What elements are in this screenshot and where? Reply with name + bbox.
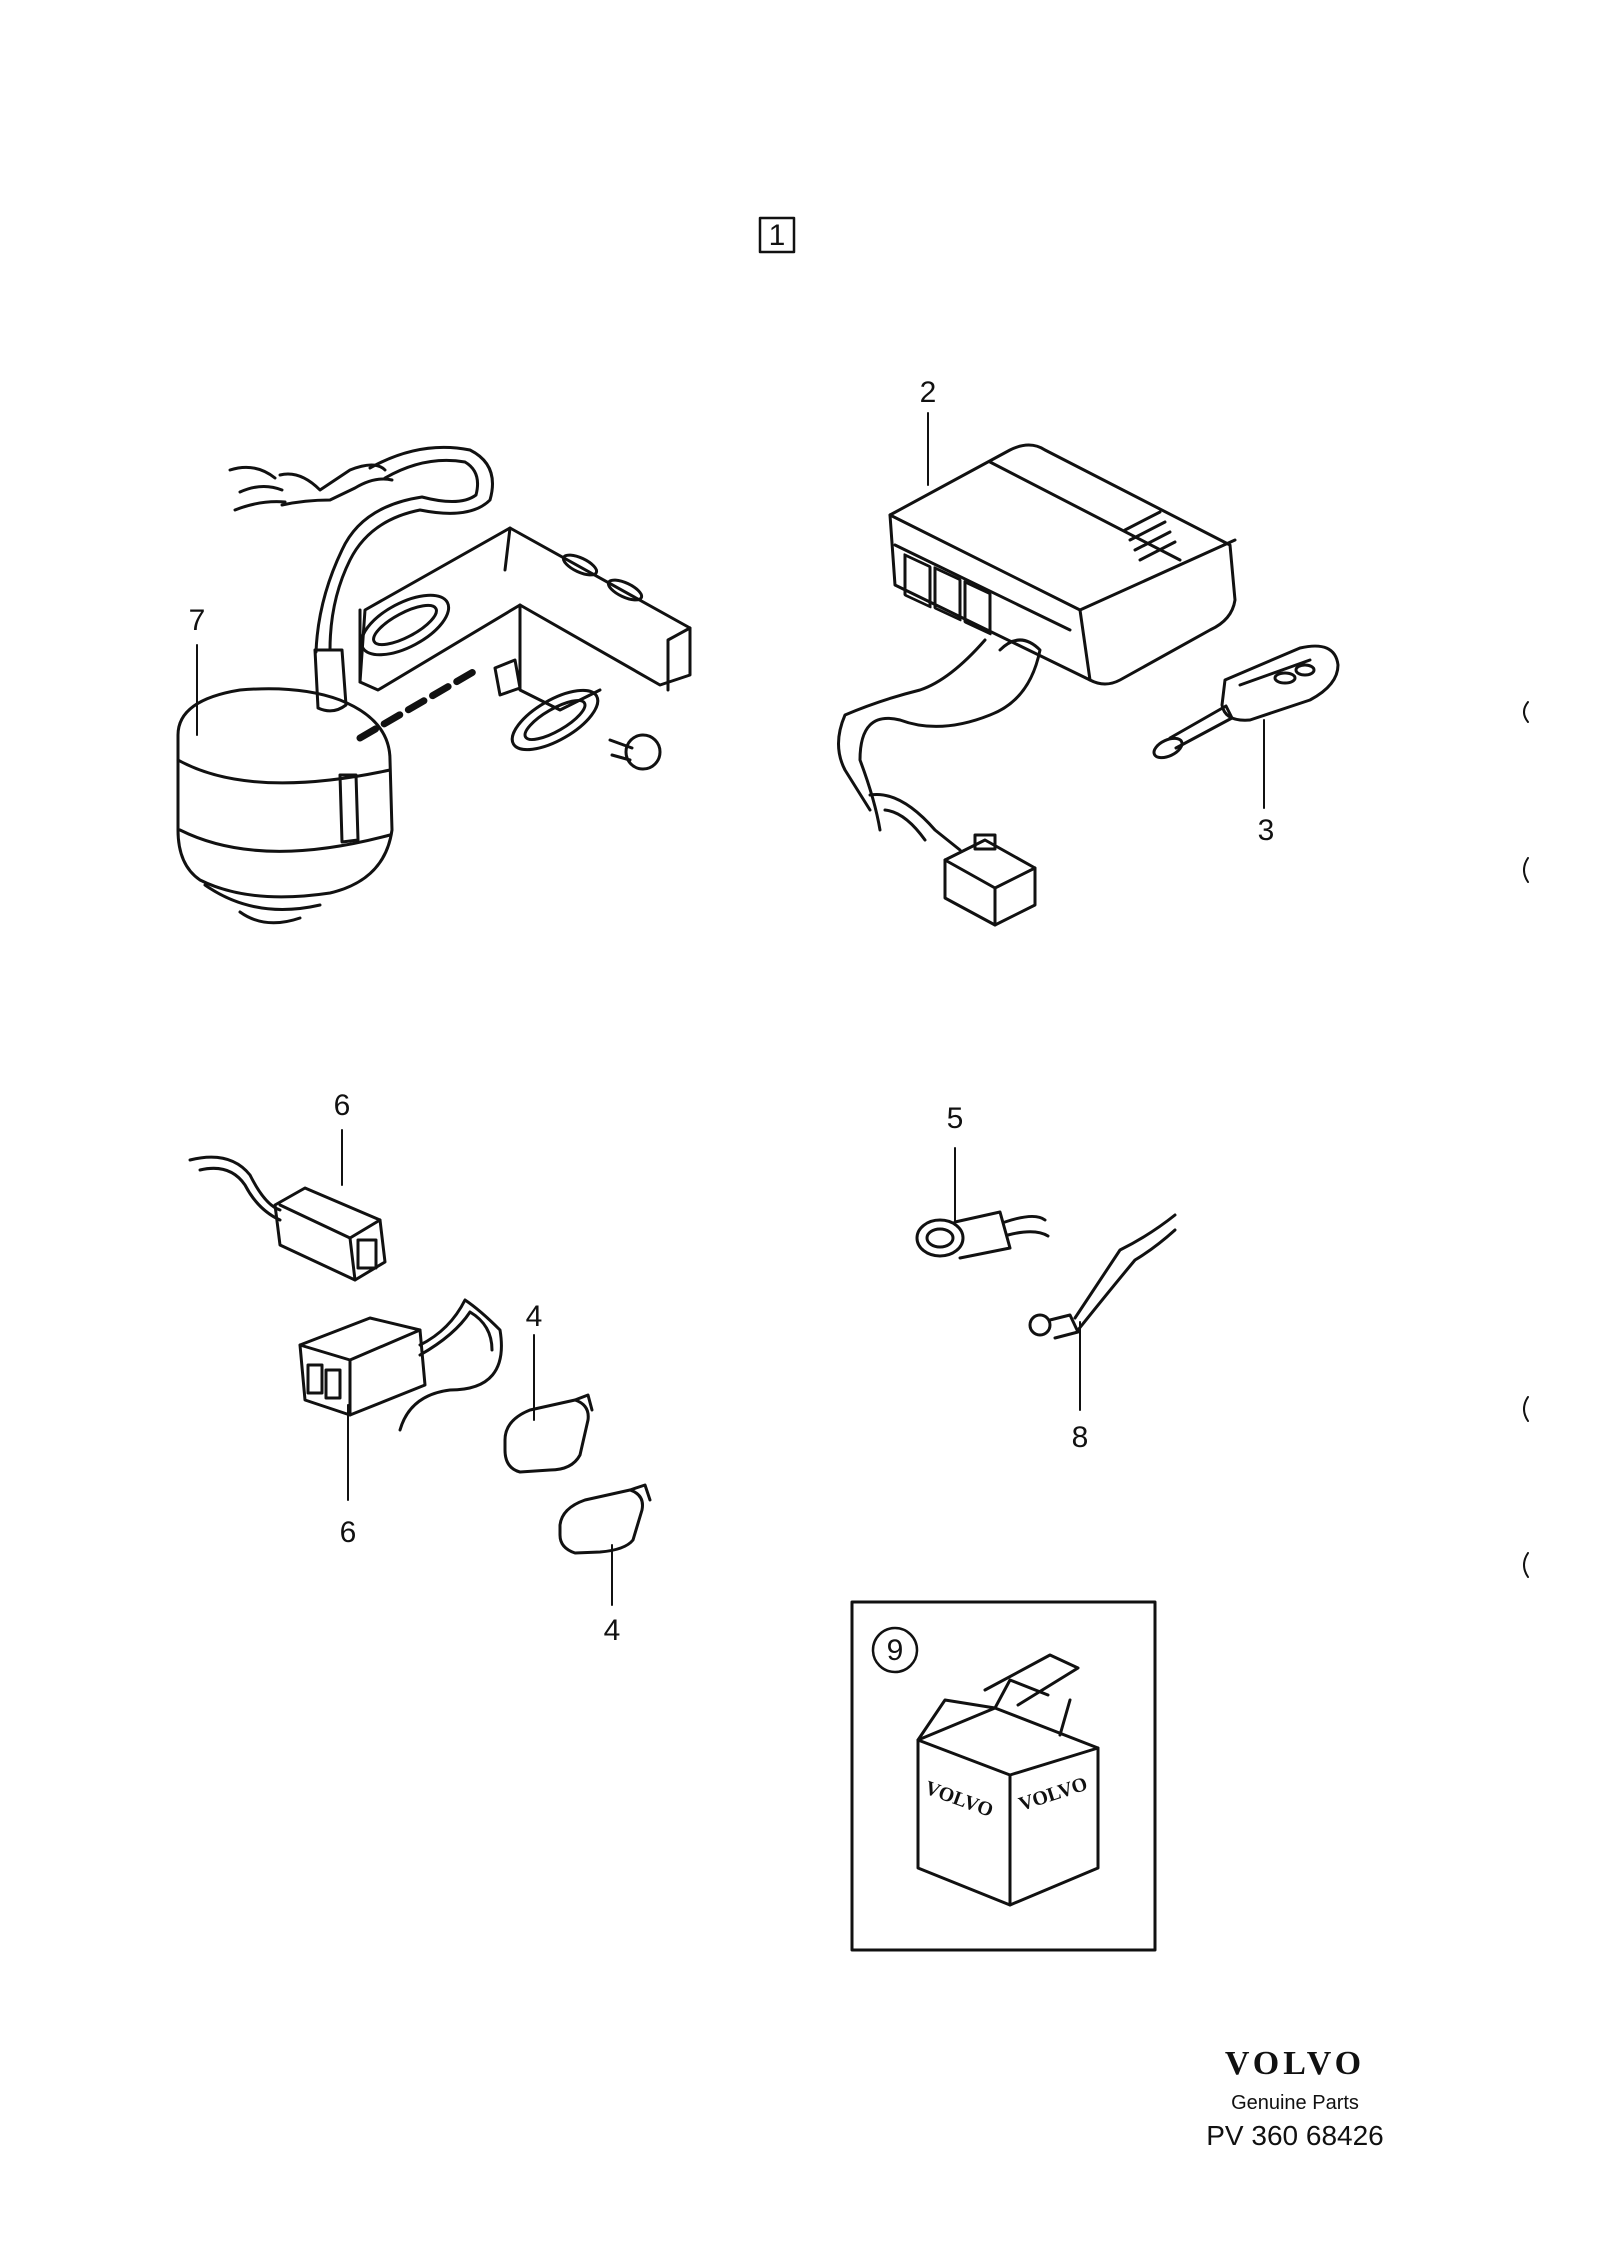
callout-6-bottom: 6 (340, 1516, 357, 1549)
bonnet-switch (1028, 1213, 1177, 1340)
siren-assembly (176, 445, 692, 925)
edge-mark (1523, 1552, 1529, 1578)
kit-box-label-left: VOLVO (922, 1777, 996, 1822)
genuine-parts-label: Genuine Parts (1231, 2092, 1359, 2114)
sensor-6-top (188, 1155, 387, 1282)
callout-6-top: 6 (334, 1089, 351, 1122)
kit-box (916, 1653, 1100, 1907)
callout-4-top: 4 (526, 1300, 543, 1333)
kit-box-label-right: VOLVO (1016, 1773, 1090, 1816)
kit-frame (850, 1600, 1157, 1952)
remote-key (1152, 644, 1340, 760)
callout-9: 9 (887, 1634, 904, 1667)
indicator-led (915, 1210, 1050, 1260)
callout-4-bottom: 4 (604, 1614, 621, 1647)
edge-mark (1523, 701, 1529, 723)
callout-2: 2 (920, 376, 937, 409)
key-tag-4-top (503, 1393, 594, 1474)
callout-8: 8 (1072, 1421, 1089, 1454)
edge-mark (1523, 1396, 1529, 1422)
volvo-logo: VOLVO (1224, 2045, 1366, 2082)
diagram-code: PV 360 68426 (1206, 2120, 1384, 2151)
callout-5: 5 (947, 1102, 964, 1135)
callout-circle-9 (871, 1626, 919, 1674)
group-number: 1 (769, 219, 786, 252)
callout-7: 7 (189, 604, 206, 637)
edge-mark (1523, 857, 1529, 883)
callout-3: 3 (1258, 814, 1275, 847)
control-unit (837, 443, 1237, 927)
key-tag-4-bottom (558, 1483, 652, 1555)
sensor-6-bottom (298, 1298, 503, 1432)
group-number-box (758, 216, 796, 254)
